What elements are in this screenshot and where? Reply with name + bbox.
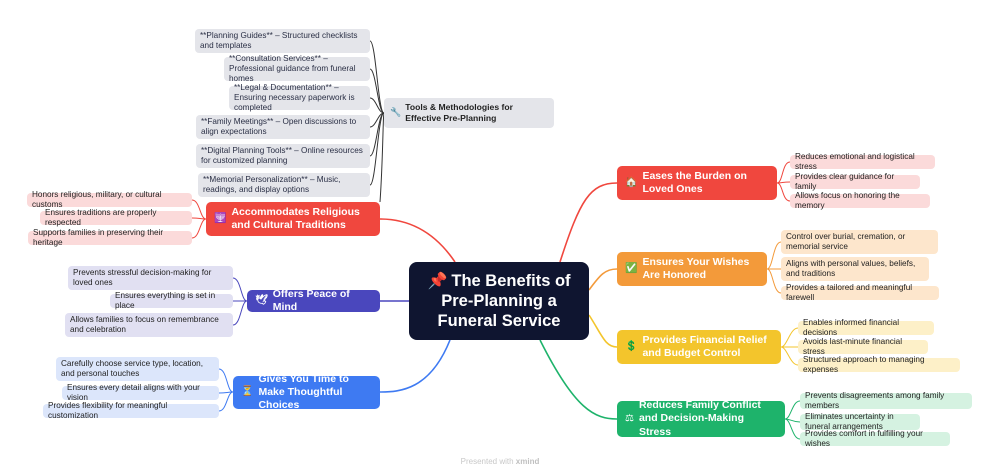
leaf-item[interactable]: Structured approach to managing expenses [798,355,960,374]
scales-icon: ⚖ [625,412,634,424]
connector-line [588,314,618,348]
connector-line [776,161,791,184]
leaf-item[interactable]: Provides comfort in fulfilling your wish… [800,429,950,448]
branch-eases-burden[interactable]: 🏠 Eases the Burden on Loved Ones [617,166,777,200]
leaf-item[interactable]: Carefully choose service type, location,… [56,357,219,381]
connector-line [191,199,207,220]
branch-label: Ensures Your Wishes Are Honored [642,255,750,281]
connector-line [784,400,801,420]
leaf-item[interactable]: Prevents disagreements among family memb… [800,391,972,410]
footer-credit: Presented with xmind [460,457,540,466]
branch-peace-of-mind[interactable]: 🕊 Offers Peace of Mind [247,287,380,313]
branch-reduces-conflict[interactable]: ⚖ Reduces Family Conflict and Decision-M… [617,399,785,438]
leaf-item[interactable]: Allows families to focus on remembrance … [65,313,233,337]
branch-ensures-wishes[interactable]: ✅ Ensures Your Wishes Are Honored [617,252,767,286]
leaf-item[interactable]: Allows focus on honoring the memory [790,191,930,210]
branch-label: Provides Financial Relief and Budget Con… [642,333,767,359]
leaf-item[interactable]: Enables informed financial decisions [798,318,934,337]
wrench-icon: 🔧 [390,107,402,118]
central-topic[interactable]: 📌The Benefits of Pre-Planning a Funeral … [409,262,589,340]
religion-icon: 🕎 [214,212,227,224]
tool-item[interactable]: **Memorial Personalization** – Music, re… [198,173,370,197]
leaf-item[interactable]: Control over burial, cremation, or memor… [781,230,938,254]
connector-line [232,277,248,302]
branch-label: Eases the Burden on Loved Ones [642,169,747,195]
connector-line [784,418,801,440]
leaf-item[interactable]: Provides flexibility for meaningful cust… [43,401,219,420]
connector-line [780,346,799,366]
connector-line [369,112,385,186]
connector-line [780,327,799,348]
dove-icon: 🕊 [255,294,268,306]
branch-label: Offers Peace of Mind [272,287,350,313]
tool-item[interactable]: **Family Meetings** – Open discussions t… [196,115,370,139]
leaf-item[interactable]: Aligns with personal values, beliefs, an… [781,257,929,281]
branch-label: Accommodates Religious and Cultural Trad… [231,205,360,231]
connector-line [232,300,248,326]
connector-line [766,241,782,270]
connector-line [369,40,385,114]
leaf-item[interactable]: Honors religious, military, or cultural … [27,190,192,209]
branch-label: Gives You Time to Make Thoughtful Choice… [258,372,349,412]
leaf-item[interactable]: Prevents stressful decision-making for l… [68,266,233,290]
connector-line [539,339,618,420]
connector-line [369,68,385,114]
connector-line [218,368,234,393]
connector-line [218,391,234,412]
connector-line [379,218,456,263]
house-icon: 🏠 [625,176,638,188]
money-icon: 💲 [625,340,638,352]
connector-line [379,112,385,203]
branch-religious-traditions[interactable]: 🕎 Accommodates Religious and Cultural Tr… [206,202,380,236]
leaf-item[interactable]: Provides a tailored and meaningful farew… [781,283,939,302]
connector-line [369,97,385,114]
leaf-item[interactable]: Supports families in preserving their he… [28,228,192,247]
tools-methodologies-topic[interactable]: 🔧 Tools & Methodologies for Effective Pr… [384,98,554,128]
connector-line [191,218,207,239]
leaf-item[interactable]: Eliminates uncertainty in funeral arrang… [800,412,920,431]
tools-label: Tools & Methodologies for Effective Pre-… [405,102,513,123]
branch-label: Reduces Family Conflict and Decision-Mak… [638,399,761,438]
connector-line [559,182,618,263]
branch-thoughtful-choices[interactable]: ⏳ Gives You Time to Make Thoughtful Choi… [233,372,380,412]
pushpin-icon: 📌 [427,272,448,290]
tool-item[interactable]: **Legal & Documentation** – Ensuring nec… [229,83,370,112]
xmind-brand: xmind [515,457,540,466]
check-icon: ✅ [625,262,638,274]
tool-item[interactable]: **Digital Planning Tools** – Online reso… [196,144,370,168]
leaf-item[interactable]: Avoids last-minute financial stress [798,337,928,356]
connector-line [588,268,618,291]
leaf-item[interactable]: Ensures traditions are properly respecte… [40,208,192,227]
branch-financial-relief[interactable]: 💲 Provides Financial Relief and Budget C… [617,330,781,364]
connector-line [766,268,782,294]
connector-line [776,182,791,202]
tool-item[interactable]: **Consultation Services** – Professional… [224,54,370,83]
leaf-item[interactable]: Ensures every detail aligns with your vi… [62,383,219,402]
hourglass-icon: ⏳ [241,386,254,398]
connector-line [379,339,451,393]
leaf-item[interactable]: Reduces emotional and logistical stress [790,152,935,171]
leaf-item[interactable]: Provides clear guidance for family [790,172,920,191]
leaf-item[interactable]: Ensures everything is set in place [110,291,233,310]
central-topic-title: The Benefits of Pre-Planning a Funeral S… [437,271,571,331]
tool-item[interactable]: **Planning Guides** – Structured checkli… [195,29,370,53]
